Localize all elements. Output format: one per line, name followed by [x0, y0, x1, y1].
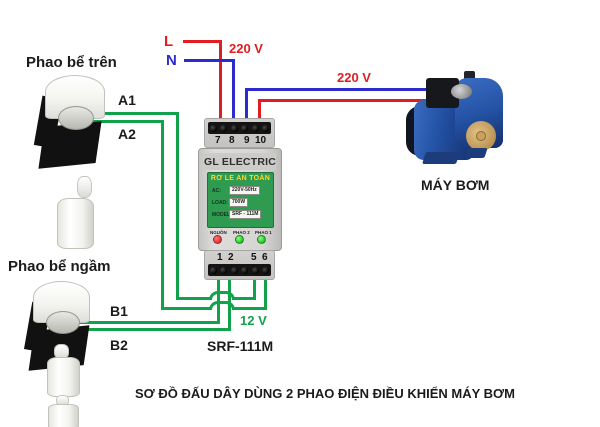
- wire-b2-label: B2: [110, 337, 128, 353]
- diagram-caption: SƠ ĐỒ ĐẤU DÂY DÙNG 2 PHAO ĐIỆN ĐIỀU KHIỂ…: [135, 386, 515, 401]
- float2-led: [235, 235, 244, 244]
- float-bottom-label: Phao bể ngầm: [8, 258, 111, 275]
- terminal-number: 6: [262, 252, 268, 263]
- float-mechanism: [46, 311, 80, 334]
- line-label: L: [164, 33, 174, 50]
- relay-terminal-block-top: 7 8 9 10: [204, 118, 275, 148]
- terminal-number: 1: [217, 252, 223, 263]
- relay-panel-title: RƠ LE AN TOÀN: [210, 175, 271, 182]
- mains-voltage-label: 220 V: [229, 41, 263, 56]
- spec-label: MODEL:: [212, 211, 232, 218]
- relay-terminal-block-bottom: 1 2 5 6: [204, 250, 275, 280]
- terminal-screws: [208, 122, 271, 134]
- spec-value: 700W: [229, 198, 249, 207]
- float-mechanism: [58, 106, 94, 130]
- float-link: [77, 176, 92, 198]
- pump-voltage-label: 220 V: [337, 70, 371, 85]
- float-ball: [57, 198, 94, 249]
- wire-b1-label: B1: [110, 303, 128, 319]
- terminal-number: 8: [229, 135, 235, 146]
- wire-crossover-hump: [209, 301, 235, 310]
- spec-label: LOAD:: [212, 199, 228, 206]
- pump-foot: [422, 152, 460, 164]
- relay-green-panel: RƠ LE AN TOÀN AC: 220V-50Hz LOAD: 700W M…: [207, 172, 274, 228]
- float-top-label: Phao bể trên: [26, 54, 117, 71]
- spec-label: AC:: [212, 187, 221, 194]
- relay-brand: GL ELECTRIC: [204, 155, 277, 168]
- spec-value: SRF - 111M: [229, 210, 262, 219]
- spec-value: 220V-50Hz: [229, 186, 260, 195]
- float1-led: [257, 235, 266, 244]
- wire-a1-label: A1: [118, 92, 136, 108]
- relay-model-label: SRF-111M: [207, 338, 274, 354]
- pump-chrome-fitting: [451, 84, 472, 99]
- pump-plug: [464, 71, 475, 83]
- float-ball: [48, 404, 79, 427]
- relay-body: GL ELECTRIC RƠ LE AN TOÀN AC: 220V-50Hz …: [198, 148, 282, 251]
- terminal-number: 9: [244, 135, 250, 146]
- float-voltage-label: 12 V: [240, 313, 267, 328]
- pump-impeller-hub: [476, 131, 486, 141]
- terminal-number: 2: [228, 252, 234, 263]
- float-ball: [47, 357, 80, 397]
- wire-crossover-hump: [209, 291, 235, 300]
- wire-a2-label: A2: [118, 126, 136, 142]
- relay-brand-plate: GL ELECTRIC: [204, 153, 276, 170]
- power-led: [213, 235, 222, 244]
- pump-foot: [464, 148, 488, 158]
- led-label-float1: PHAO 1: [255, 230, 272, 235]
- led-label-float2: PHAO 2: [233, 230, 250, 235]
- terminal-number: 7: [215, 135, 221, 146]
- neutral-label: N: [166, 52, 177, 69]
- pump-label: MÁY BƠM: [421, 177, 490, 193]
- terminal-screws: [208, 264, 271, 276]
- led-label-power: NGUỒN: [210, 230, 227, 235]
- terminal-number: 10: [255, 135, 267, 146]
- terminal-number: 5: [251, 252, 257, 263]
